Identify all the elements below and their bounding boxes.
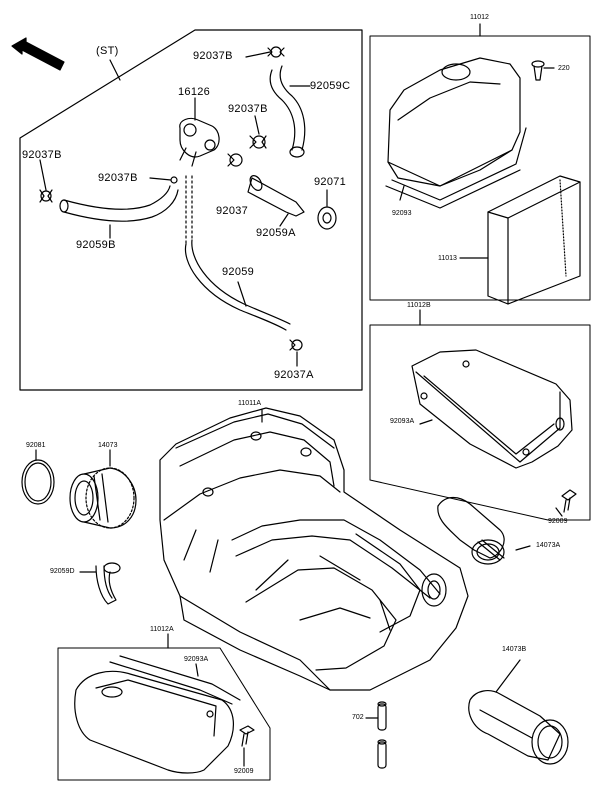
- label-92093: 92093: [392, 210, 412, 217]
- grommet-92071: [317, 206, 337, 230]
- filter-11013: [487, 175, 581, 305]
- label-92037b-top: 92037B: [193, 50, 233, 62]
- pins-702: [377, 701, 387, 769]
- label-14073b: 14073B: [502, 646, 527, 653]
- screw-220: [531, 60, 545, 81]
- label-92059c: 92059C: [310, 80, 351, 92]
- hose-92059a: [247, 177, 305, 217]
- clip-92037a: [289, 339, 303, 351]
- airbox-11011a: [159, 407, 469, 691]
- label-92037b-mid: 92037B: [228, 103, 268, 115]
- label-92037a: 92037A: [274, 369, 314, 381]
- clip-92037b-top: [267, 46, 285, 58]
- front-arrow-icon: [11, 37, 65, 71]
- label-11013: 11013: [438, 255, 457, 262]
- cover-11012b: [411, 349, 573, 469]
- duct-14073b: [468, 690, 569, 765]
- tube-92059: [184, 243, 287, 331]
- label-92009-right: 92009: [548, 518, 568, 525]
- cover-11012a: [74, 655, 241, 774]
- clip-92037b-left: [39, 189, 53, 203]
- label-702: 702: [352, 714, 364, 721]
- frame-11012: [369, 35, 591, 301]
- label-92059a: 92059A: [256, 227, 296, 239]
- label-11012b: 11012B: [407, 302, 431, 309]
- label-11012a: 11012A: [150, 626, 174, 633]
- label-92081: 92081: [26, 442, 46, 449]
- st-label: (ST): [96, 45, 119, 57]
- label-92059d: 92059D: [50, 568, 75, 575]
- hose-92059b: [63, 185, 171, 210]
- hose-92059d: [95, 562, 121, 605]
- frame-11012b: [369, 324, 591, 521]
- frame-11012a: [57, 647, 271, 781]
- label-11011a: 11011A: [238, 400, 262, 407]
- cover-11012: [385, 57, 527, 209]
- label-14073a: 14073A: [536, 542, 561, 549]
- label-92071: 92071: [314, 176, 347, 188]
- label-92037: 92037: [216, 205, 249, 217]
- bolt-92009-right: [561, 489, 577, 513]
- hose-92059c: [269, 69, 296, 151]
- label-92093a-bottom: 92093A: [184, 656, 209, 663]
- st-group-frame: [19, 29, 363, 391]
- oring-92081: [21, 459, 55, 505]
- label-92037b-left: 92037B: [22, 149, 62, 161]
- label-92059b: 92059B: [76, 239, 116, 251]
- label-92093a-right: 92093A: [390, 418, 415, 425]
- label-14073: 14073: [98, 442, 118, 449]
- hose-14073a: [437, 496, 505, 565]
- clip-92037b-mid: [249, 135, 267, 149]
- label-92059: 92059: [222, 266, 255, 278]
- st-leader: [109, 59, 121, 81]
- duct-14073: [69, 467, 137, 529]
- label-92009-bottom: 92009: [234, 768, 254, 775]
- label-92037b-center: 92037B: [98, 172, 138, 184]
- label-11012: 11012: [470, 14, 489, 21]
- label-16126: 16126: [178, 86, 211, 98]
- bolt-92009-bottom: [239, 725, 255, 747]
- valve-16126: [179, 117, 220, 167]
- clip-92037b-center: [170, 176, 178, 184]
- clip-92037-small: [227, 153, 243, 167]
- label-220: 220: [558, 65, 570, 72]
